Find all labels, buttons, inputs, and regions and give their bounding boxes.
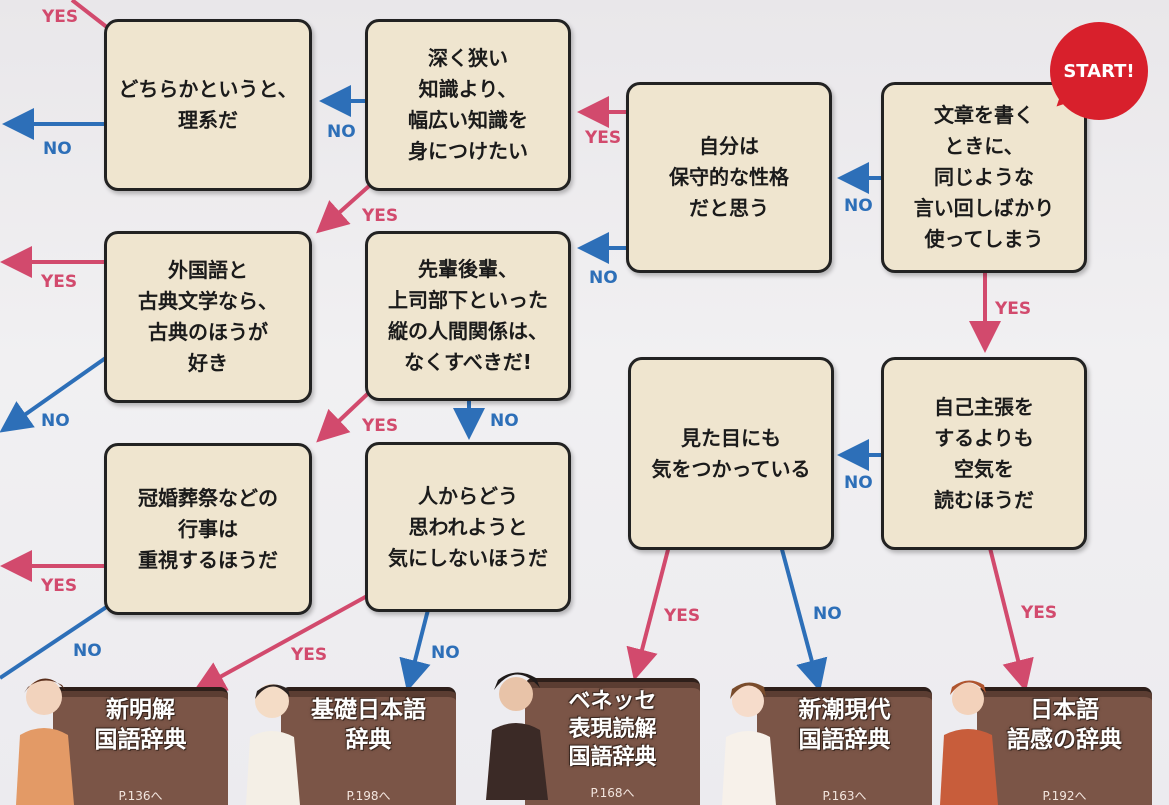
book-cover: [977, 687, 1152, 805]
label-no: NO: [844, 473, 873, 493]
arrow-q10-yes: [626, 541, 672, 681]
arrow-q7-yes: [192, 588, 379, 692]
question-box-4: どちらかというと、 理系だ: [104, 19, 312, 191]
question-box-9: 自己主張を するよりも 空気を 読むほうだ: [881, 357, 1087, 550]
question-box-1: 文章を書く ときに、 同じような 言い回しばかり 使ってしまう: [881, 82, 1087, 273]
book-title: 新明解 国語辞典: [94, 697, 187, 753]
arrow-q6-no: [0, 348, 119, 433]
question-box-2: 自分は 保守的な性格 だと思う: [626, 82, 832, 273]
arrow-q7-no: [399, 601, 432, 692]
arrow-q8-no: [0, 598, 119, 680]
label-no: NO: [41, 411, 70, 431]
label-no: NO: [431, 643, 460, 663]
label-yes: YES: [362, 416, 399, 436]
book-title: 新潮現代 国語辞典: [798, 697, 891, 753]
label-yes: YES: [291, 645, 328, 665]
book-title: 日本語 語感の辞典: [1007, 697, 1122, 753]
start-badge: START!: [1050, 22, 1148, 120]
character-illustration: [246, 684, 300, 805]
result-book-3: ベネッセ 表現読解 国語辞典 P.168へ: [480, 660, 705, 805]
label-yes: YES: [41, 576, 78, 596]
label-yes: YES: [585, 128, 622, 148]
character-illustration: [486, 672, 548, 800]
book-title: 基礎日本語 辞典: [311, 697, 426, 753]
book-page-ref: P.136へ: [118, 789, 163, 803]
label-yes: YES: [362, 206, 399, 226]
book-page-ref: P.198へ: [346, 789, 391, 803]
label-no: NO: [43, 139, 72, 159]
book-cover: [757, 687, 932, 805]
label-yes: YES: [42, 7, 79, 27]
question-box-10: 見た目にも 気をつかっている: [628, 357, 834, 550]
label-no: NO: [73, 641, 102, 661]
arrow-q10-no: [778, 541, 828, 692]
result-book-1: 新明解 国語辞典 P.136へ: [8, 665, 233, 805]
question-box-5: 先輩後輩、 上司部下といった 縦の人間関係は、 なくすべきだ!: [365, 231, 571, 401]
book-page-ref: P.192へ: [1042, 789, 1087, 803]
character-illustration: [16, 678, 74, 805]
label-no: NO: [327, 122, 356, 142]
book-cover: [281, 687, 456, 805]
result-book-4: 新潮現代 国語辞典 P.163へ: [712, 665, 937, 805]
question-box-6: 外国語と 古典文学なら、 古典のほうが 好き: [104, 231, 312, 403]
label-yes: YES: [995, 299, 1032, 319]
question-box-3: 深く狭い 知識より、 幅広い知識を 身につけたい: [365, 19, 571, 191]
character-illustration: [940, 680, 998, 805]
label-no: NO: [813, 604, 842, 624]
arrow-q9-yes: [986, 539, 1034, 692]
result-book-2: 基礎日本語 辞典 P.198へ: [236, 665, 461, 805]
book-title: ベネッセ 表現読解 国語辞典: [568, 689, 657, 770]
book-cover: [525, 678, 700, 805]
label-yes: YES: [1021, 603, 1058, 623]
book-page-ref: P.163へ: [822, 789, 867, 803]
label-no: NO: [844, 196, 873, 216]
question-box-8: 冠婚葬祭などの 行事は 重視するほうだ: [104, 443, 312, 615]
label-yes: YES: [41, 272, 78, 292]
question-box-7: 人からどう 思われようと 気にしないほうだ: [365, 442, 571, 612]
label-no: NO: [589, 268, 618, 288]
book-cover: [53, 687, 228, 805]
book-page-ref: P.168へ: [590, 786, 635, 800]
label-no: NO: [490, 411, 519, 431]
label-yes: YES: [664, 606, 701, 626]
result-book-5: 日本語 語感の辞典 P.192へ: [932, 665, 1157, 805]
character-illustration: [722, 682, 776, 805]
